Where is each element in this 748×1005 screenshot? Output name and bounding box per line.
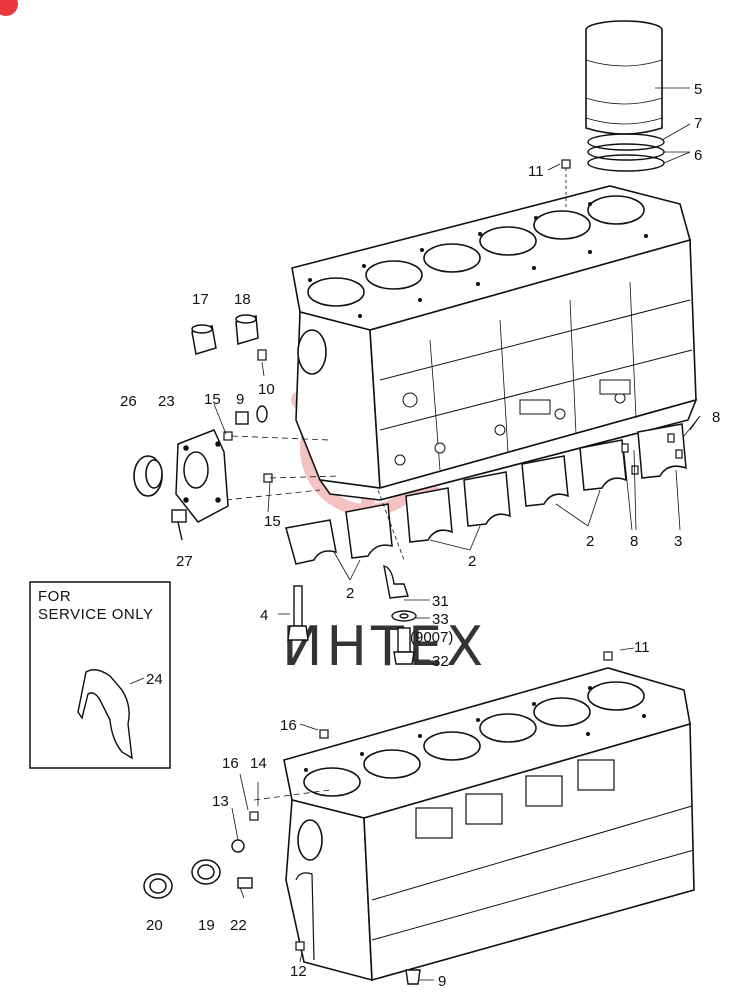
lower-cylinder-block[interactable]	[283, 667, 695, 982]
callout-9-top: 9	[236, 391, 244, 408]
rear-oil-seal[interactable]	[133, 455, 163, 497]
callout-14: 14	[250, 755, 267, 772]
callout-32: 32	[432, 653, 449, 670]
oil-jet-bolt[interactable]	[393, 627, 415, 665]
callout-8-a: 8	[712, 409, 720, 426]
plug-13[interactable]	[231, 839, 245, 853]
callout-24: 24	[146, 671, 163, 688]
bearing-cap[interactable]	[463, 471, 511, 527]
callout-11-bottom: 11	[634, 639, 650, 656]
plug-bottom[interactable]	[405, 969, 421, 985]
callout-9007: (9007)	[410, 629, 453, 646]
bearing-cap[interactable]	[521, 455, 569, 507]
washer[interactable]	[391, 610, 417, 622]
bearing-cap[interactable]	[579, 439, 627, 491]
bearing-cap[interactable]	[285, 519, 337, 565]
bush-20[interactable]	[143, 873, 173, 899]
seal-retainer[interactable]	[175, 429, 229, 523]
callout-2-a: 2	[346, 585, 354, 602]
liner-rings[interactable]	[587, 133, 665, 172]
service-box-line2: SERVICE ONLY	[38, 606, 153, 623]
plug-top[interactable]	[235, 405, 268, 425]
bush-19[interactable]	[191, 859, 221, 885]
bearing-cap[interactable]	[405, 487, 453, 543]
callout-13: 13	[212, 793, 229, 810]
retainer-bolt[interactable]	[171, 509, 187, 541]
callout-11-top: 11	[528, 163, 544, 180]
callout-12: 12	[290, 963, 307, 980]
callout-31: 31	[432, 593, 449, 610]
callout-7: 7	[694, 115, 702, 132]
callout-16-a: 16	[280, 717, 297, 734]
service-only-box: FOR SERVICE ONLY	[29, 581, 171, 769]
callout-5: 5	[694, 81, 702, 98]
callout-19: 19	[198, 917, 215, 934]
corner-badge[interactable]	[0, 0, 18, 16]
bush-17[interactable]	[191, 324, 217, 355]
plug-22[interactable]	[237, 877, 253, 889]
front-cover-gasket[interactable]	[77, 669, 133, 760]
callout-20: 20	[146, 917, 163, 934]
service-box-line1: FOR	[38, 588, 71, 605]
bearing-cap[interactable]	[345, 503, 393, 559]
callout-3: 3	[674, 533, 682, 550]
cylinder-liner[interactable]	[585, 20, 663, 135]
callout-6: 6	[694, 147, 702, 164]
callout-22: 22	[230, 917, 247, 934]
callout-15-top: 15	[204, 391, 221, 408]
callout-2-b: 2	[468, 553, 476, 570]
callout-33: 33	[432, 611, 449, 628]
callout-17: 17	[192, 291, 209, 308]
callout-18: 18	[234, 291, 251, 308]
main-bearing-caps[interactable]	[285, 423, 687, 565]
upper-cylinder-block[interactable]	[291, 185, 698, 501]
callout-10: 10	[258, 381, 275, 398]
callout-15-bottom: 15	[264, 513, 281, 530]
callout-23: 23	[158, 393, 175, 410]
main-bearing-bolt[interactable]	[287, 585, 309, 641]
callout-4: 4	[260, 607, 268, 624]
callout-16-b: 16	[222, 755, 239, 772]
callout-8-b: 8	[630, 533, 638, 550]
bush-18[interactable]	[235, 314, 259, 345]
callout-27: 27	[176, 553, 193, 570]
callouts: 5 7 6 11 17 18 10 9 15 26 23 15 27 2 2 2…	[120, 81, 720, 990]
oil-jet[interactable]	[383, 565, 409, 599]
callout-9-bottom: 9	[438, 973, 446, 990]
callout-2-c: 2	[586, 533, 594, 550]
callout-26: 26	[120, 393, 137, 410]
watermark-text: ИНТЕХ	[282, 615, 487, 678]
